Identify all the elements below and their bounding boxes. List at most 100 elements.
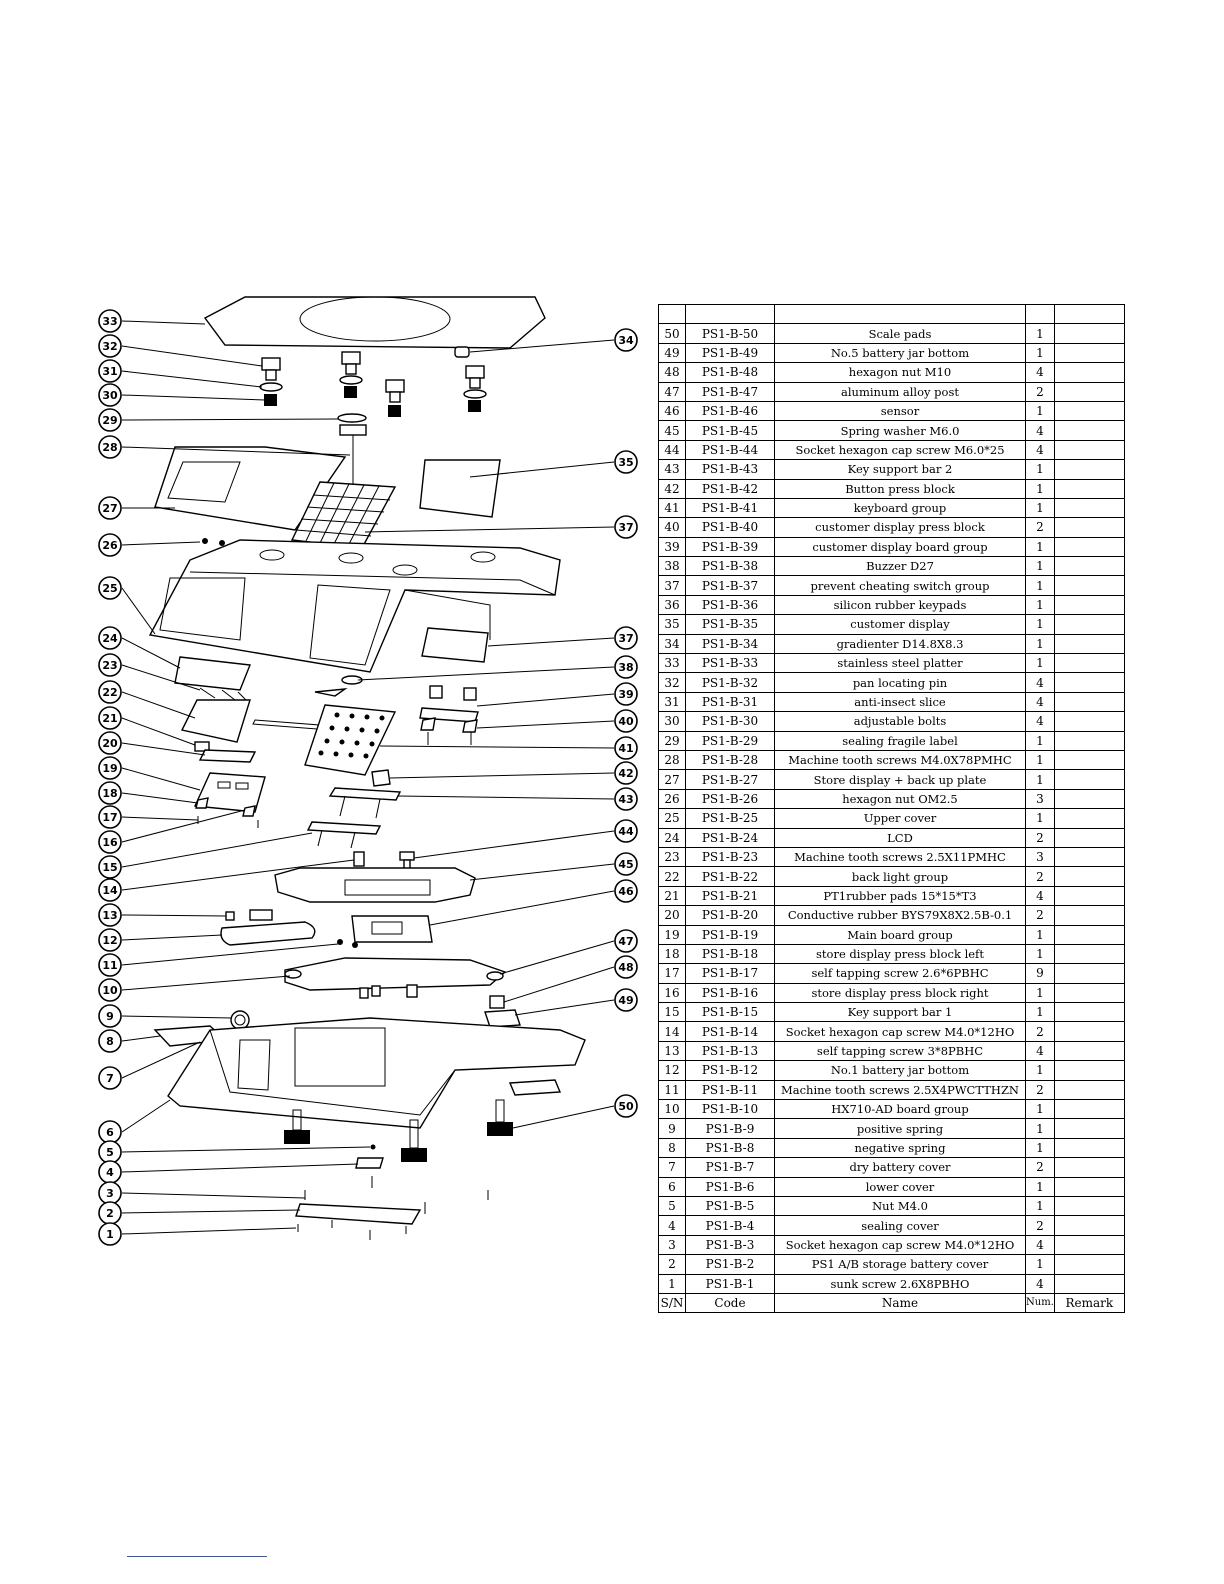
cell-sn: 20 bbox=[658, 905, 686, 926]
callout-35: 35 bbox=[614, 450, 638, 474]
cell-name: Button press block bbox=[774, 478, 1026, 499]
cell-name: pan locating pin bbox=[774, 672, 1026, 693]
cell-sn: 14 bbox=[658, 1021, 686, 1042]
cell-name: positive spring bbox=[774, 1118, 1026, 1139]
callout-label: 2 bbox=[106, 1207, 114, 1220]
callout-label: 21 bbox=[102, 712, 117, 725]
callout-42: 42 bbox=[614, 761, 638, 785]
cell-name: Upper cover bbox=[774, 808, 1026, 829]
callout-4: 4 bbox=[98, 1160, 122, 1184]
cell-sn: 3 bbox=[658, 1234, 686, 1256]
cell-remark bbox=[1053, 808, 1125, 829]
cell-name: customer display bbox=[774, 614, 1026, 635]
callout-label: 47 bbox=[618, 935, 633, 948]
screw-head-block bbox=[339, 424, 367, 436]
callout-label: 23 bbox=[102, 659, 117, 672]
callout-label: 24 bbox=[102, 632, 118, 645]
callout-label: 48 bbox=[618, 961, 633, 974]
cell-code: PS1-B-48 bbox=[685, 362, 775, 383]
platter-circle-recess bbox=[299, 296, 451, 342]
callout-39: 39 bbox=[614, 682, 638, 706]
storage-battery-cover bbox=[295, 1203, 422, 1225]
cell-code: PS1-B-17 bbox=[685, 963, 775, 984]
cell-remark bbox=[1053, 924, 1125, 945]
cell-remark bbox=[1053, 575, 1125, 596]
cell-sn: 28 bbox=[658, 749, 686, 771]
cell-code: PS1-B-42 bbox=[685, 478, 775, 499]
cell-num: 1 bbox=[1025, 614, 1055, 635]
key-support-bar-2 bbox=[328, 787, 402, 801]
cell-sn: 6 bbox=[658, 1176, 686, 1197]
cell-num: 2 bbox=[1025, 1157, 1055, 1178]
cell-remark bbox=[1053, 1079, 1125, 1101]
callout-label: 18 bbox=[102, 787, 117, 800]
cell-code: PS1-B-29 bbox=[685, 730, 775, 751]
cell-name: anti-insect slice bbox=[774, 691, 1026, 713]
cell-code: PS1-B-44 bbox=[685, 439, 775, 461]
positive-spring bbox=[230, 1010, 250, 1030]
cell-remark bbox=[1053, 1040, 1125, 1062]
callout-8: 8 bbox=[98, 1029, 122, 1053]
cell-remark bbox=[1053, 1215, 1125, 1236]
cell-remark bbox=[1053, 846, 1125, 868]
cell-code: PS1-B-22 bbox=[685, 866, 775, 887]
callout-15: 15 bbox=[98, 855, 122, 879]
callout-label: 42 bbox=[618, 767, 633, 780]
cell-num: 1 bbox=[1025, 497, 1055, 519]
cell-name: sensor bbox=[774, 400, 1026, 422]
callout-label: 1 bbox=[106, 1228, 114, 1241]
cell-code: PS1-B-25 bbox=[685, 808, 775, 829]
cell-remark bbox=[1053, 362, 1125, 383]
callout-label: 46 bbox=[618, 885, 634, 898]
sealing-cover bbox=[355, 1157, 384, 1169]
cell-code: PS1-B-19 bbox=[685, 924, 775, 945]
cell-name: store display press block left bbox=[774, 943, 1026, 965]
callout-label: 27 bbox=[102, 502, 117, 515]
cell-name: keyboard group bbox=[774, 497, 1026, 519]
cell-remark bbox=[1053, 711, 1125, 732]
cell-code: PS1-B-47 bbox=[685, 381, 775, 402]
cell-remark bbox=[1053, 1118, 1125, 1139]
keyboard-dots bbox=[318, 712, 385, 759]
callout-label: 15 bbox=[102, 861, 117, 874]
button-press-block bbox=[371, 769, 391, 787]
cell-code: PS1-B-21 bbox=[685, 885, 775, 907]
rubber-pad bbox=[194, 741, 210, 752]
cell-code: PS1-B-26 bbox=[685, 788, 775, 810]
battery-jar-bottom bbox=[220, 921, 316, 946]
cell-num: 1 bbox=[1025, 1254, 1055, 1275]
cell-num: 1 bbox=[1025, 594, 1055, 616]
cell-num: 1 bbox=[1025, 556, 1055, 577]
cell-name: self tapping screw 3*8PBHC bbox=[774, 1040, 1026, 1062]
callout-5: 5 bbox=[98, 1140, 122, 1164]
cell-name: Buzzer D27 bbox=[774, 556, 1026, 577]
callout-label: 11 bbox=[102, 959, 117, 972]
callout-label: 16 bbox=[102, 836, 118, 849]
cell-code: PS1-B-28 bbox=[685, 749, 775, 771]
cell-name: Machine tooth screws 2.5X4PWCTTHZN bbox=[774, 1079, 1026, 1101]
cell-remark bbox=[1053, 982, 1125, 1004]
cell-remark bbox=[1053, 749, 1125, 771]
battery-jar-bottom-5 bbox=[484, 1009, 521, 1028]
header-remark: Remark bbox=[1053, 1292, 1125, 1314]
upper-cover bbox=[148, 539, 561, 673]
cell-remark bbox=[1053, 556, 1125, 577]
callout-17: 17 bbox=[98, 805, 122, 829]
cell-sn: 36 bbox=[658, 594, 686, 616]
callout-label: 28 bbox=[102, 441, 117, 454]
header-sn: S/N bbox=[658, 1292, 686, 1314]
cell-sn: 30 bbox=[658, 711, 686, 732]
callout-34: 34 bbox=[614, 328, 638, 352]
cell-remark bbox=[1053, 342, 1125, 364]
callout-11: 11 bbox=[98, 953, 122, 977]
cell-sn: 27 bbox=[658, 769, 686, 790]
